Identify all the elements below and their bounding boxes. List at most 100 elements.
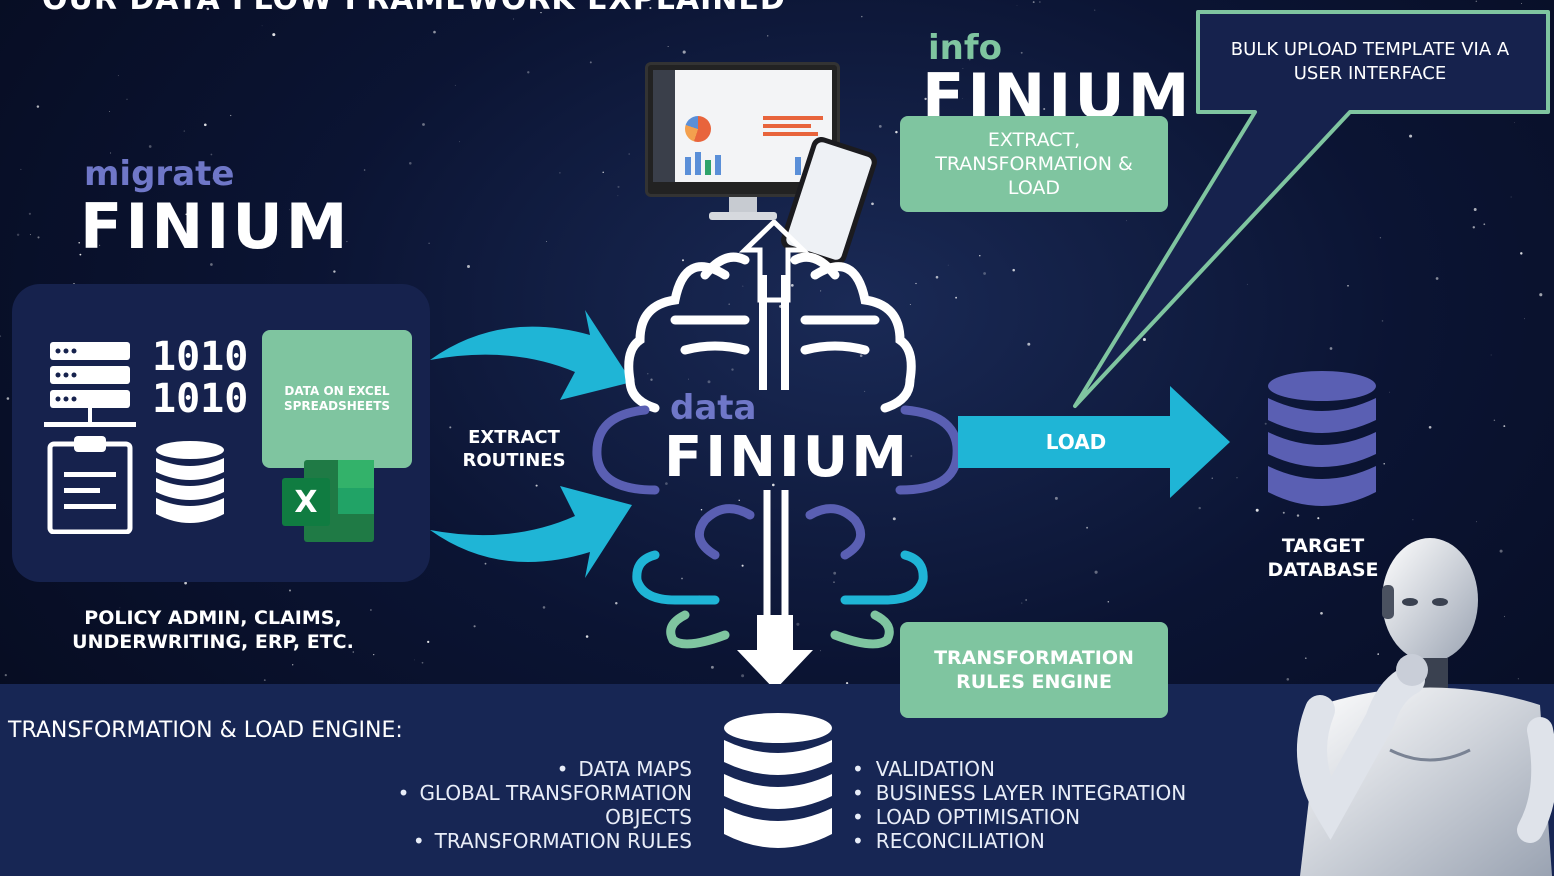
star <box>1304 657 1307 660</box>
star <box>542 606 546 609</box>
star <box>1020 51 1023 54</box>
star <box>1503 615 1506 618</box>
binary-icon: 1010 1010 <box>152 336 248 420</box>
star <box>649 6 652 10</box>
engine-left-item: •DATA MAPS <box>556 757 692 781</box>
star <box>210 263 213 266</box>
star <box>261 25 263 27</box>
star <box>1503 425 1506 428</box>
extract-label-line-1: EXTRACT <box>468 427 560 448</box>
excel-icon: X <box>282 460 374 542</box>
star <box>559 172 561 174</box>
star <box>1490 354 1492 356</box>
star <box>1255 508 1259 512</box>
server-icon <box>44 342 136 427</box>
star <box>119 607 121 609</box>
star <box>311 645 314 648</box>
star <box>1282 511 1285 514</box>
star <box>1475 0 1478 3</box>
target-database-label: TARGET DATABASE <box>1254 534 1392 582</box>
star <box>1264 422 1267 425</box>
star <box>1086 526 1089 529</box>
star <box>203 123 207 127</box>
engine-right-item: •RECONCILIATION <box>852 829 1045 853</box>
star <box>681 577 683 580</box>
migrate-logo-prefix: migrate <box>84 154 235 194</box>
star <box>363 169 366 171</box>
source-systems-panel: 1010 1010 DATA ON EXCEL SPREADSHEETS X <box>12 284 430 582</box>
excel-data-box: DATA ON EXCEL SPREADSHEETS <box>262 330 412 468</box>
star <box>1499 549 1503 553</box>
star <box>707 380 711 384</box>
star <box>878 125 882 128</box>
star <box>1473 208 1477 211</box>
extract-arrows <box>430 310 632 578</box>
star <box>910 455 913 457</box>
star <box>79 253 82 256</box>
star <box>1126 220 1127 222</box>
star <box>1355 567 1357 569</box>
star <box>682 50 686 54</box>
star <box>738 499 740 501</box>
star <box>871 202 874 206</box>
star <box>427 640 430 644</box>
star <box>820 290 822 292</box>
star <box>1539 293 1543 297</box>
star <box>617 185 620 188</box>
star <box>796 622 800 626</box>
data-logo-prefix: data <box>670 388 757 428</box>
star <box>174 225 176 227</box>
star <box>292 664 294 666</box>
star <box>117 75 119 77</box>
star <box>513 18 515 20</box>
star <box>414 659 415 661</box>
star <box>742 285 744 287</box>
extract-label-line-2: ROUTINES <box>462 450 566 471</box>
brain-graphic <box>592 220 962 690</box>
star <box>263 679 266 681</box>
star <box>628 153 631 155</box>
target-label-line-2: DATABASE <box>1267 559 1379 581</box>
source-systems-caption: POLICY ADMIN, CLAIMS, UNDERWRITING, ERP,… <box>40 606 386 654</box>
star <box>1211 477 1213 479</box>
migrate-logo-word: FINIUM <box>80 190 351 263</box>
clipboard-icon <box>47 436 133 534</box>
star <box>767 35 769 37</box>
star <box>1520 3 1522 5</box>
star <box>833 581 835 583</box>
star <box>741 564 744 567</box>
star <box>589 61 592 64</box>
star <box>428 242 430 245</box>
star <box>28 212 31 215</box>
star <box>373 653 375 656</box>
star <box>467 265 470 268</box>
star <box>650 378 653 381</box>
star <box>184 581 187 585</box>
star <box>1094 570 1098 574</box>
star <box>109 110 111 112</box>
star <box>861 15 863 18</box>
excel-letter: X <box>282 478 330 526</box>
star <box>346 241 348 243</box>
star <box>1510 196 1512 198</box>
star <box>409 162 412 165</box>
load-label: LOAD <box>1045 430 1107 454</box>
star <box>1520 252 1523 255</box>
database-icon <box>156 441 224 523</box>
page-title: OUR DATA FLOW FRAMEWORK EXPLAINED <box>42 0 786 17</box>
star <box>585 635 589 638</box>
star <box>99 244 101 246</box>
star <box>535 484 538 487</box>
star <box>688 378 689 380</box>
star <box>915 282 917 285</box>
star <box>1476 521 1478 523</box>
star <box>909 303 911 305</box>
etl-box: EXTRACT, TRANSFORMATION & LOAD <box>900 116 1168 212</box>
bulk-upload-callout <box>1073 10 1550 408</box>
star <box>981 99 985 103</box>
star <box>535 434 537 436</box>
star <box>352 651 355 653</box>
star <box>87 176 90 179</box>
source-caption-line-1: POLICY ADMIN, CLAIMS, <box>84 607 342 629</box>
binary-line-2: 1010 <box>152 376 249 422</box>
